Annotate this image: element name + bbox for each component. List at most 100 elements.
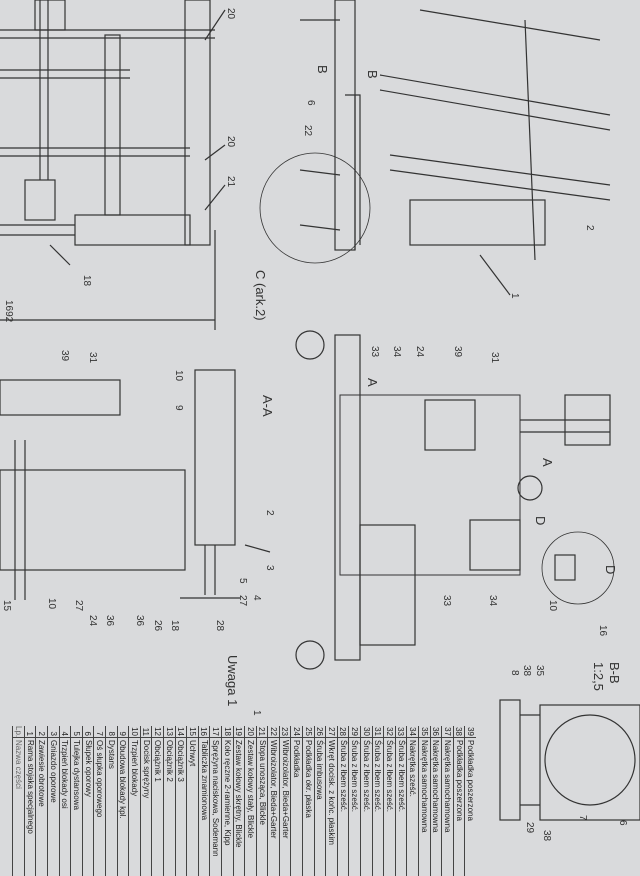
balloon-18: 18 xyxy=(81,275,92,287)
balloon-36: 36 xyxy=(134,615,145,627)
balloon-36: 36 xyxy=(104,615,115,627)
front-view xyxy=(295,330,615,670)
section-a-a xyxy=(0,369,271,600)
part-name: Zestaw kołowy skrętny, Blickle xyxy=(234,740,244,848)
part-number: 37 xyxy=(442,726,453,738)
balloon-10: 10 xyxy=(547,600,558,612)
balloon-15: 15 xyxy=(1,600,12,612)
part-name: Zestaw kołowy stały, Blickle xyxy=(245,740,255,839)
part-name: Śruba z łbem sześć. xyxy=(385,740,395,813)
section-scale: 1:2,5 xyxy=(591,662,606,691)
side-view-top-left xyxy=(0,0,226,330)
part-number: 39 xyxy=(465,726,476,738)
part-number: 18 xyxy=(221,726,233,738)
part-number: 38 xyxy=(453,726,465,738)
part-name: Koło ręczne 2-ramienne, Kipp xyxy=(222,740,232,846)
balloon-24: 24 xyxy=(414,346,425,358)
balloon-10: 10 xyxy=(173,370,184,382)
balloon-16: 16 xyxy=(597,625,608,637)
technical-drawing xyxy=(0,0,640,821)
part-name: Słupek oporowy xyxy=(83,740,93,797)
balloon-5: 5 xyxy=(237,578,248,584)
part-number: 16 xyxy=(198,726,210,738)
part-number: 28 xyxy=(337,726,349,738)
section-marker-b: B xyxy=(365,70,380,79)
part-number: 21 xyxy=(256,726,268,738)
section-title-b-b: B-B xyxy=(607,662,622,684)
balloon-38: 38 xyxy=(521,665,532,677)
parts-list-header: Lp. Nazwa części xyxy=(12,726,24,876)
balloon-29: 29 xyxy=(524,822,535,834)
detail-title-d: D xyxy=(603,565,618,575)
balloon-7: 7 xyxy=(577,815,588,821)
part-name: Podkładka poszerzona xyxy=(454,740,464,821)
part-number: 25 xyxy=(303,726,314,738)
balloon-6: 6 xyxy=(617,820,628,826)
balloon-4: 4 xyxy=(251,595,262,601)
balloon-26: 26 xyxy=(152,620,163,632)
balloon-10: 10 xyxy=(46,598,57,610)
part-name: Obudowa blokady kpl. xyxy=(118,740,128,819)
part-name: Nakrętka samochamowna xyxy=(419,740,429,833)
balloon-21: 21 xyxy=(225,176,236,188)
balloon-22: 22 xyxy=(302,125,313,137)
part-name: Podkładka xyxy=(292,740,302,778)
part-name: Nakrętka samochamowna xyxy=(431,740,441,833)
part-name: Śruba z łbem sześć. xyxy=(396,740,406,813)
part-number: 29 xyxy=(349,726,361,738)
part-name: Stopa unosząca, Blickle xyxy=(257,740,267,825)
balloon-8: 8 xyxy=(509,670,520,676)
part-name: Podkładka poszerzona xyxy=(466,740,476,821)
balloon-28: 28 xyxy=(214,620,225,632)
part-number: 8 xyxy=(106,726,117,738)
balloon-39: 39 xyxy=(452,346,463,358)
part-number: 7 xyxy=(94,726,105,738)
part-name: Uchwyt xyxy=(187,740,197,767)
part-name: Obciążnik 3 xyxy=(176,740,186,782)
note-uwaga: Uwaga 1 xyxy=(225,655,240,707)
balloon-27: 27 xyxy=(237,595,248,607)
header-number: Lp. xyxy=(13,726,24,738)
part-name: Oś słupka oporowego xyxy=(95,740,105,818)
part-number: 20 xyxy=(245,726,256,738)
header-name: Nazwa części xyxy=(14,740,24,789)
part-number: 26 xyxy=(314,726,326,738)
balloon-20: 20 xyxy=(225,8,236,20)
part-name: Sprężyna naciskowa, Sodemann xyxy=(211,740,221,857)
balloon-33: 33 xyxy=(369,346,380,358)
balloon-9: 9 xyxy=(173,405,184,411)
part-name: Śruba z łbem sześć. xyxy=(338,740,348,813)
part-name: Docisk sprężyny xyxy=(141,740,151,799)
part-number: 10 xyxy=(129,726,140,738)
part-number: 33 xyxy=(395,726,407,738)
balloon-2: 2 xyxy=(584,225,595,231)
detail-marker-d: D xyxy=(533,516,548,526)
part-number: 9 xyxy=(117,726,129,738)
part-number: 11 xyxy=(140,726,152,738)
section-b-b xyxy=(499,699,640,821)
part-number: 24 xyxy=(291,726,303,738)
part-number: 1 xyxy=(24,726,36,738)
part-number: 14 xyxy=(175,726,187,738)
